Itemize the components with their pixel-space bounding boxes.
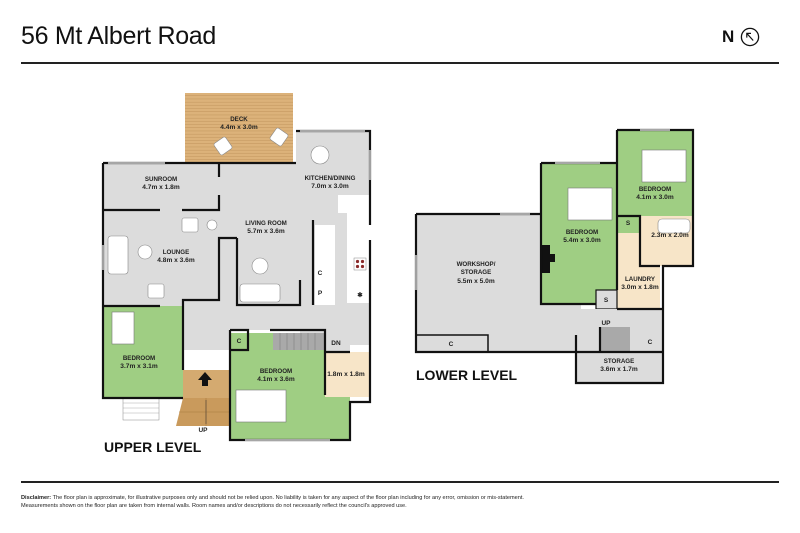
north-arrow-icon: [741, 27, 760, 47]
bedroom3-dims: 5.4m x 3.0m: [563, 237, 601, 244]
bedroom2-dims: 4.1m x 3.6m: [257, 376, 295, 383]
dining-table-icon: [310, 145, 330, 165]
bedroom4-dims: 4.1m x 3.0m: [636, 194, 674, 201]
living-name: LIVING ROOM: [245, 220, 287, 227]
header-divider: [21, 62, 779, 64]
living-sofa-icon: [239, 283, 281, 303]
bedroom4-name: BEDROOM: [639, 186, 671, 193]
armchair-icon: [147, 283, 165, 299]
deck-area: [185, 93, 293, 163]
upper-level-label: UPPER LEVEL: [104, 439, 202, 455]
side-table-icon: [137, 244, 153, 260]
lower-level-label: LOWER LEVEL: [416, 367, 518, 383]
kitchen-name: KITCHEN/DINING: [305, 175, 356, 182]
fan-icon: ✱: [357, 291, 363, 299]
disclaimer-text: The floor plan is approximate, for illus…: [21, 495, 524, 509]
bedroom2-ext: [325, 395, 350, 440]
lounge-dims: 4.8m x 3.6m: [157, 257, 195, 264]
laundry-name: LAUNDRY: [625, 276, 656, 283]
north-indicator: N: [722, 27, 760, 47]
sunroom-name: SUNROOM: [145, 176, 177, 183]
armchair-icon: [181, 217, 199, 233]
deck-dims: 4.4m x 3.0m: [220, 124, 258, 131]
hall-cupboard-mark: C: [237, 338, 242, 345]
workshop-dims: 5.5m x 5.0m: [457, 278, 495, 285]
porch-steps: [122, 397, 160, 421]
deck-name: DECK: [230, 116, 248, 123]
property-title: 56 Mt Albert Road: [21, 22, 217, 50]
bed-icon: [111, 311, 135, 345]
shelf-mark: S: [604, 297, 609, 304]
stairs-cupboard-mark: C: [648, 339, 653, 346]
upper-walls: [101, 129, 372, 442]
storage-area: [576, 352, 663, 383]
pantry-unit: [315, 225, 335, 305]
workshop-area: [416, 214, 581, 352]
internal-stairs: [273, 333, 325, 350]
living-dims: 5.7m x 3.6m: [247, 228, 285, 235]
lounge-sofa-icon: [107, 235, 129, 275]
sunroom-dims: 4.7m x 1.8m: [142, 184, 180, 191]
storage-dims: 3.6m x 1.7m: [600, 366, 638, 373]
bed-icon: [567, 187, 613, 221]
kitchen-counter: [338, 195, 370, 213]
lounge-name: LOUNGE: [163, 249, 189, 256]
lamp-table-icon: [206, 219, 218, 231]
up-arrow-icon: [198, 372, 212, 386]
lower-windows: [415, 129, 670, 290]
bed-icon: [641, 149, 687, 183]
bed-icon: [235, 389, 287, 423]
deck-chair-icon: [269, 127, 289, 147]
bedroom2-name: BEDROOM: [260, 368, 292, 375]
bedroom1-name: BEDROOM: [123, 355, 155, 362]
shower-mark: S: [626, 220, 631, 227]
lower-level-plan: WORKSHOP/ STORAGE 5.5m x 5.0m BEDROOM 5.…: [414, 128, 695, 385]
lower-up-mark: UP: [601, 320, 611, 327]
down-mark: DN: [331, 340, 341, 347]
north-label: N: [722, 27, 735, 46]
fireplace-icon: [541, 245, 550, 273]
laundry-dims: 3.0m x 1.8m: [621, 284, 659, 291]
disclaimer: Disclaimer: The floor plan is approximat…: [21, 495, 541, 510]
lower-stairs: [600, 327, 630, 351]
laundry-area: [617, 233, 660, 309]
storage-name: STORAGE: [604, 358, 634, 365]
upper-bathroom-dims: 1.8m x 1.8m: [327, 371, 365, 378]
workshop-name-2: STORAGE: [461, 269, 491, 276]
footer-divider: [21, 481, 779, 483]
cupboard-mark: C: [318, 270, 323, 277]
kitchen-dims: 7.0m x 3.0m: [311, 183, 349, 190]
bathtub-icon: [657, 218, 691, 234]
bedroom1-dims: 3.7m x 3.1m: [120, 363, 158, 370]
upper-bathroom-area: [325, 352, 370, 397]
disclaimer-label: Disclaimer:: [21, 495, 52, 501]
up-mark: UP: [198, 427, 208, 434]
bedroom3-name: BEDROOM: [566, 229, 598, 236]
coffee-table-icon: [251, 257, 269, 275]
lower-bathroom-dims: 2.3m x 2.0m: [651, 232, 689, 239]
bedroom3-area: [541, 163, 617, 304]
pantry-mark: P: [318, 290, 323, 297]
upper-windows: [102, 130, 371, 441]
upper-level-plan: ✱ DECK 4.4m x 3.0m SUNROOM 4.7m x 1.8m K…: [101, 93, 372, 455]
workshop-name-1: WORKSHOP/: [457, 261, 496, 268]
workshop-cupboard-mark: C: [449, 341, 454, 348]
stove-icon: [353, 257, 367, 271]
deck-chair-icon: [213, 136, 233, 156]
